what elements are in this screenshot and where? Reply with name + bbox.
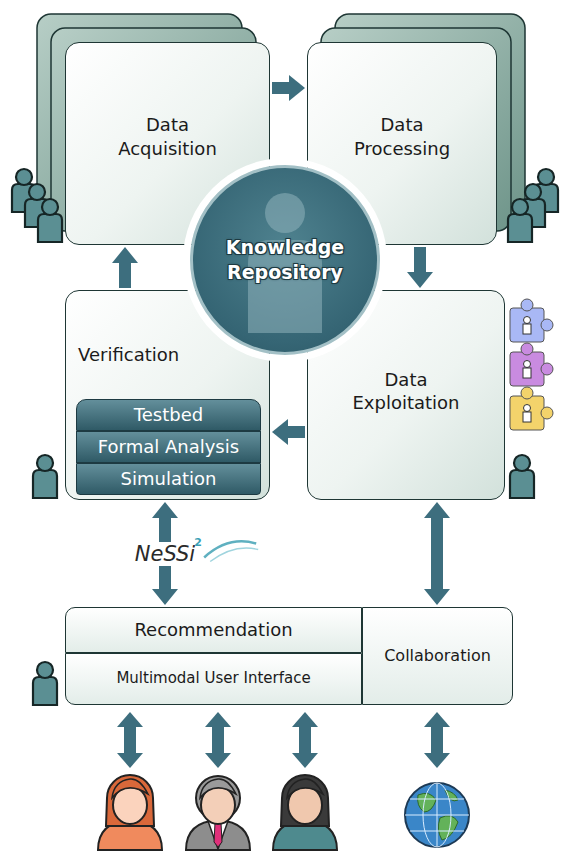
- puzzle-piece: [521, 299, 533, 311]
- user-figure: [208, 821, 228, 849]
- user-arrow: [424, 712, 450, 727]
- interface-panel: Multimodal User Interface: [65, 653, 362, 705]
- logo-swoosh: [210, 548, 258, 562]
- person-icon: [37, 455, 53, 471]
- flow-arrow: [272, 82, 289, 94]
- puzzle-piece: [521, 343, 533, 355]
- person-icon: [33, 677, 57, 705]
- globe-icon: [405, 783, 469, 847]
- user-arrow: [292, 712, 318, 768]
- user-arrow: [431, 726, 443, 754]
- person-icon: [38, 199, 62, 242]
- interface-panel: Recommendation: [65, 607, 362, 653]
- puzzle-piece: [510, 352, 544, 386]
- person-icon: [508, 214, 532, 242]
- person-icon: [508, 199, 532, 242]
- puzzle-piece: [541, 319, 553, 331]
- puzzle-piece: [521, 387, 533, 399]
- user-figure: [287, 779, 323, 798]
- box-label: Multimodal User Interface: [116, 669, 310, 689]
- puzzle-piece: [510, 299, 553, 342]
- person-icon: [33, 470, 57, 498]
- user-arrow: [124, 726, 136, 754]
- person-icon: [510, 470, 534, 498]
- person-icon: [512, 199, 528, 215]
- person-icon: [514, 455, 530, 471]
- puzzle-piece: [510, 387, 553, 430]
- box-label: Formal Analysis: [98, 435, 239, 458]
- user-figure: [281, 775, 329, 826]
- flow-arrow: [431, 518, 443, 589]
- puzzle-piece: [541, 363, 553, 375]
- method-band: Testbed: [76, 399, 261, 431]
- flow-arrow: [119, 263, 131, 288]
- puzzle-piece: [523, 324, 531, 334]
- box-label: Knowledge Repository: [200, 235, 370, 284]
- person-icon: [37, 662, 53, 678]
- puzzle-piece: [510, 396, 544, 430]
- logo-swoosh: [204, 541, 256, 557]
- logo-superscript: 2: [194, 536, 202, 549]
- interface-panel: Collaboration: [362, 607, 513, 705]
- puzzle-piece: [523, 368, 531, 378]
- person-icon: [42, 199, 58, 215]
- user-arrow: [292, 753, 318, 768]
- person-icon: [33, 455, 57, 498]
- puzzle-piece: [524, 317, 531, 324]
- puzzle-piece: [524, 405, 531, 412]
- box-label: Recommendation: [134, 618, 292, 641]
- globe-icon: [405, 783, 469, 847]
- method-band: Formal Analysis: [76, 431, 261, 463]
- box-label: Collaboration: [384, 646, 491, 667]
- user-arrow: [424, 753, 450, 768]
- person-silhouette: [265, 193, 305, 233]
- logo-label: NeSSi: [132, 542, 198, 566]
- flow-arrow: [288, 426, 305, 438]
- box-label: Verification: [78, 343, 179, 366]
- user-arrow: [424, 712, 450, 768]
- user-arrow: [205, 712, 231, 768]
- user-figure: [98, 775, 162, 850]
- repository-circle: Knowledge Repository: [190, 165, 380, 355]
- user-arrow: [292, 712, 318, 727]
- box-label: Simulation: [121, 467, 217, 490]
- user-figure: [200, 779, 236, 798]
- person-icon: [16, 169, 32, 185]
- puzzle-piece: [541, 407, 553, 419]
- user-arrow: [117, 712, 143, 768]
- box-label: Testbed: [134, 403, 203, 426]
- user-arrow: [299, 726, 311, 754]
- globe-icon: [405, 783, 469, 847]
- user-arrow: [205, 753, 231, 768]
- person-silhouette: [193, 168, 377, 352]
- user-arrow: [117, 753, 143, 768]
- person-icon: [510, 455, 534, 498]
- person-icon: [38, 214, 62, 242]
- user-arrow: [212, 726, 224, 754]
- user-figure: [186, 776, 250, 850]
- user-figure: [214, 823, 222, 847]
- puzzle-piece: [524, 361, 531, 368]
- person-icon: [525, 184, 541, 200]
- flow-arrow: [414, 247, 426, 272]
- person-icon: [33, 662, 57, 705]
- user-figure: [106, 775, 154, 826]
- box-label: Data Acquisition: [103, 113, 233, 160]
- puzzle-piece: [510, 308, 544, 342]
- puzzle-piece: [523, 412, 531, 422]
- puzzle-piece: [510, 343, 553, 386]
- user-arrow: [205, 712, 231, 727]
- user-arrow: [117, 712, 143, 727]
- method-band: Simulation: [76, 463, 261, 495]
- user-figure: [112, 779, 148, 798]
- person-icon: [538, 169, 554, 185]
- box-label: Data Exploitation: [341, 368, 471, 415]
- person-icon: [29, 184, 45, 200]
- box-label: Data Processing: [337, 113, 467, 160]
- user-figure: [273, 775, 337, 850]
- logo-swoosh: [204, 541, 258, 561]
